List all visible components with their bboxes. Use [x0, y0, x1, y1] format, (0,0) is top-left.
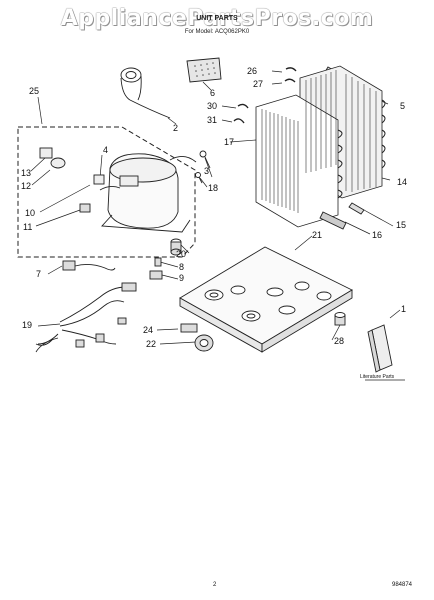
callout-14: 14 [397, 177, 408, 187]
callout-24: 24 [143, 325, 154, 335]
callout-7: 7 [36, 269, 42, 279]
part-21-base-pan [179, 246, 353, 353]
part-20-mount [170, 238, 182, 256]
callout-3: 3 [204, 166, 210, 176]
callout-13: 13 [21, 168, 32, 178]
callout-19: 19 [22, 320, 33, 330]
part-11-grommet [79, 203, 91, 213]
part-7-cord [62, 260, 116, 271]
part-12-13-overload [39, 147, 66, 169]
callout-21: 21 [312, 230, 323, 240]
part-15-fitting [348, 202, 365, 215]
part-1-literature-booklet [367, 324, 393, 373]
part-3-screw [199, 150, 211, 169]
diagram-subtitle: For Model: ACQ062PK0 [184, 29, 250, 35]
callout-11: 11 [23, 222, 33, 232]
callout-30: 30 [207, 101, 218, 111]
document-code: 984874 [392, 582, 413, 588]
callout-6: 6 [210, 88, 216, 98]
part-18-screw [195, 172, 203, 184]
part-8-9-fasteners [149, 257, 163, 280]
callout-26: 26 [247, 66, 258, 76]
page-number: 2 [213, 582, 217, 588]
callout-9: 9 [179, 273, 185, 283]
part-24-bracket [180, 323, 198, 333]
part-22-motor [194, 334, 214, 352]
callout-2: 2 [173, 123, 179, 133]
diagram-title: UNIT PARTS [196, 15, 238, 22]
callout-27: 27 [253, 79, 264, 89]
part-30-31-clips [233, 103, 249, 124]
callout-15: 15 [396, 220, 407, 230]
callout-16: 16 [372, 230, 383, 240]
part-6-panel [186, 57, 222, 83]
callout-10: 10 [25, 208, 36, 218]
part-4-relay [93, 174, 105, 185]
watermark-text: AppliancePartsPros.com [60, 6, 374, 31]
callout-17: 17 [224, 137, 235, 147]
part-28-foot [334, 312, 346, 326]
compressor [99, 153, 197, 233]
part-26-27-clips [284, 67, 297, 83]
callout-5: 5 [400, 101, 406, 111]
part-2-duct [120, 67, 171, 119]
callout-22: 22 [146, 339, 157, 349]
compressor-group-frame [17, 126, 196, 258]
callout-25: 25 [29, 86, 40, 96]
callout-4: 4 [103, 145, 109, 155]
callout-1: 1 [401, 304, 407, 314]
part-14-coil-assembly [255, 65, 386, 228]
part-19-wire-harness [35, 282, 137, 353]
callout-8: 8 [179, 262, 185, 272]
literature-parts-label: Literature Parts [360, 374, 395, 380]
callout-31: 31 [207, 115, 218, 125]
part-16-cylinder [319, 211, 347, 230]
callout-12: 12 [21, 181, 32, 191]
callout-18: 18 [208, 183, 219, 193]
callout-20: 20 [176, 249, 187, 259]
callout-28: 28 [334, 336, 345, 346]
